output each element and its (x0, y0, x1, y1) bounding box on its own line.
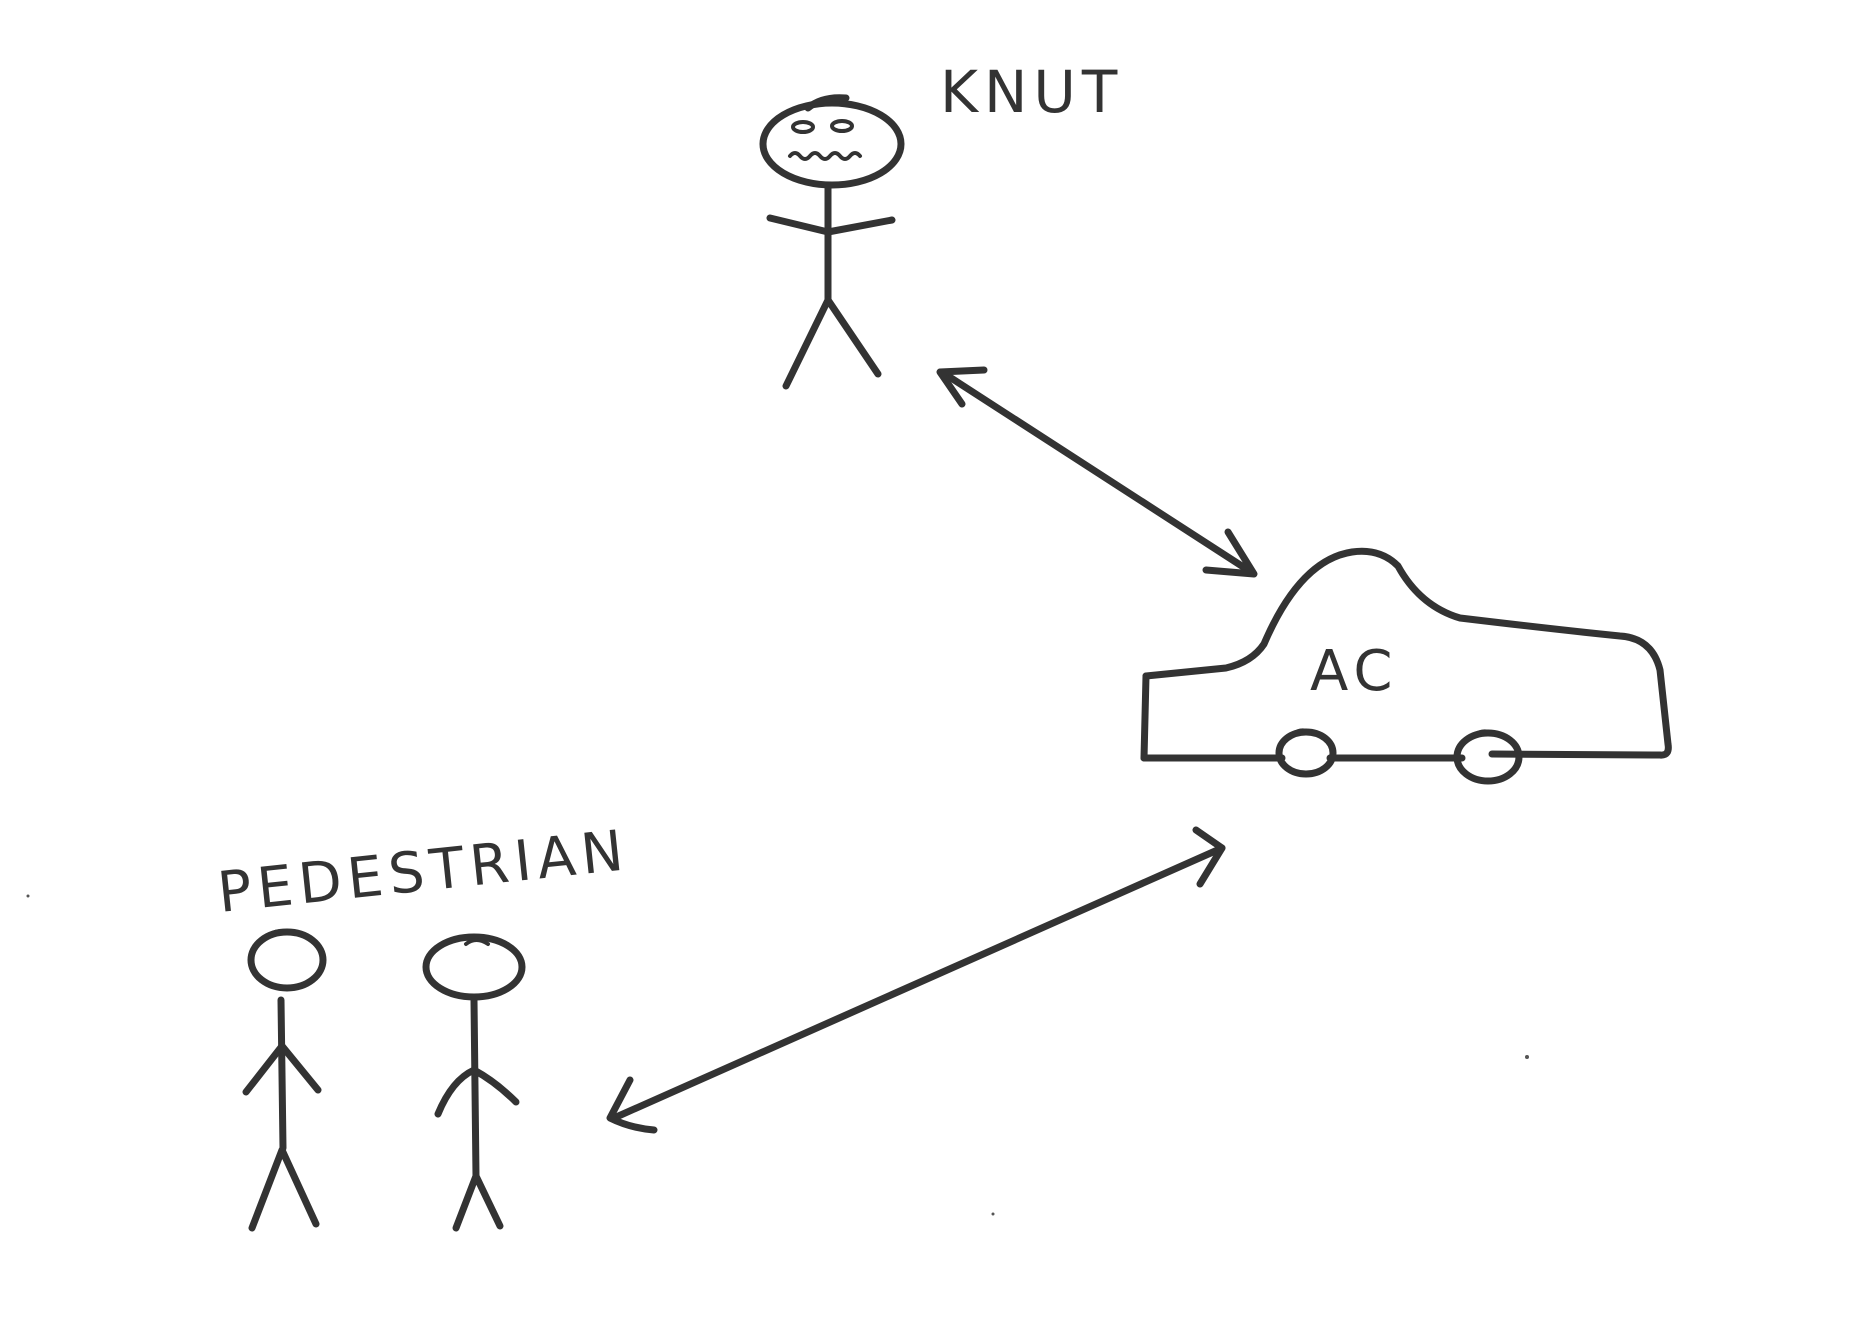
car-label: AC (1310, 639, 1398, 704)
car-wheel-front (1275, 728, 1337, 778)
stick-figure-icon (242, 928, 327, 1232)
knut-figure: KNUT (759, 58, 1123, 390)
stick-figure-icon (422, 933, 526, 1232)
pedestrian-label: PEDESTRIAN (215, 818, 633, 926)
car: AC (1140, 547, 1672, 785)
knut-label: KNUT (940, 58, 1123, 126)
stick-figure-worried-icon (759, 94, 905, 390)
car-icon (1140, 547, 1672, 785)
arrow-knut-car (936, 366, 1258, 578)
pedestrian-group: PEDESTRIAN (215, 818, 633, 1232)
arrow-pedestrian-car (606, 826, 1226, 1134)
